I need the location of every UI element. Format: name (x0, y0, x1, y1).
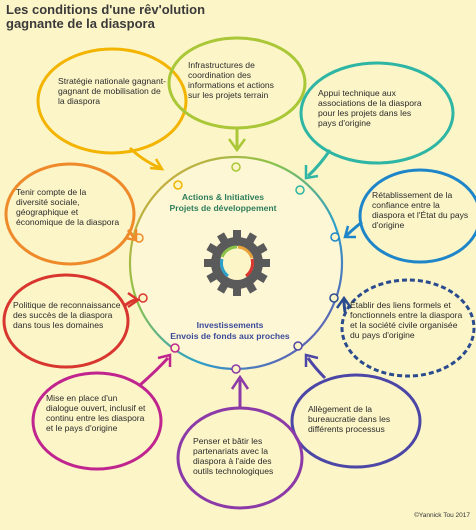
gear-icon (204, 230, 270, 296)
bubble-label-retablissement: Rétablissement de la confiance entre la … (372, 190, 469, 230)
bubble-label-politique: Politique de reconnaissance des succès d… (13, 300, 121, 330)
bubble-partenariats (176, 374, 304, 510)
center-label-investissements-line2: Envois de fonds aux proches (170, 331, 290, 341)
bubble-strategie (36, 47, 188, 171)
center-label-actions-line1: Actions & Initiatives (181, 192, 265, 202)
bubble-dialogue (31, 353, 172, 471)
center-label-investissements-line1: Investissements (196, 320, 264, 330)
ring-node-top-right (295, 185, 305, 195)
bubble-allegement (290, 353, 422, 469)
bubble-label-partenariats: Penser et bâtir les partenariats avec la… (193, 436, 274, 476)
center-label-investissements: Investissements Envois de fonds aux proc… (155, 320, 305, 342)
ring-node-bottom-left (170, 343, 180, 353)
bubble-appui (299, 61, 455, 180)
bubble-retablissement (343, 168, 476, 264)
ring-node-top-left (173, 180, 183, 190)
center-label-actions: Actions & Initiatives Projets de dévelop… (148, 192, 298, 214)
bubble-label-dialogue: Mise en place d'un dialogue ouvert, incl… (46, 393, 146, 433)
ring-node-right (330, 232, 340, 242)
page-title: Les conditions d'une rêv'olution gagnant… (6, 2, 206, 31)
bubble-liens (335, 278, 476, 378)
ring-node-bottom-right (293, 341, 303, 351)
bubble-label-strategie: Stratégie nationale gagnant-gagnant de m… (58, 76, 166, 106)
ring-node-bottom (231, 364, 241, 374)
credit-text: ©Yannick Tou 2017 (414, 512, 470, 519)
center-label-actions-line2: Projets de développement (169, 203, 277, 213)
bubble-label-allegement: Allègement de la bureaucratie dans les d… (308, 404, 391, 434)
bubble-label-appui: Appui technique aux associations de la d… (318, 88, 422, 128)
bubble-politique (2, 273, 141, 369)
ring-node-top (231, 162, 241, 172)
bubble-diversite (4, 162, 138, 266)
bubble-infrastructures (167, 36, 307, 153)
bubble-label-liens: Établir des liens formels et fonctionnel… (350, 300, 463, 340)
ring-node-lower-left (138, 293, 148, 303)
bubble-label-diversite: Tenir compte de la diversité sociale, gé… (16, 187, 120, 227)
ring-node-lower-right (329, 293, 339, 303)
bubble-label-infrastructures: Infrastructures de coordination des info… (188, 60, 274, 100)
